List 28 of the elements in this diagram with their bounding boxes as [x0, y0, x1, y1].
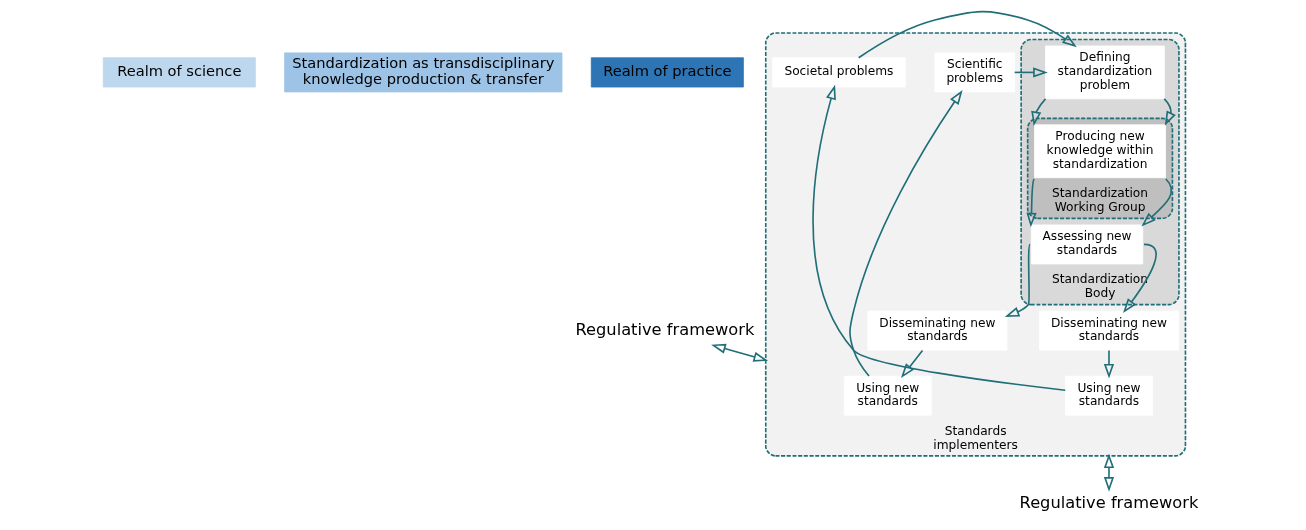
arrow: [1140, 178, 1172, 227]
node-box: Using new standards: [843, 375, 932, 416]
arrow: [1103, 453, 1114, 492]
arrow: [857, 10, 1077, 59]
arrow: [710, 343, 768, 362]
node-box: Realm of science: [102, 57, 256, 88]
node-box: Disseminating new standards: [1038, 310, 1179, 351]
arrow: [1103, 349, 1114, 379]
node-box: Realm of practice: [590, 57, 744, 88]
arrow: [848, 90, 963, 377]
node-box: Producing new knowledge within standardization: [1033, 124, 1166, 179]
arrow: [900, 349, 923, 379]
node-box: Disseminating new standards: [866, 310, 1007, 351]
arrow: [1013, 67, 1048, 78]
node-box: Assessing new standards: [1030, 224, 1143, 265]
arrow: [1163, 98, 1176, 126]
arrow: [1025, 178, 1037, 228]
node-box: Defining standardization problem: [1044, 45, 1165, 100]
node-box: Scientific problems: [934, 52, 1015, 93]
node-box: Societal problems: [771, 57, 906, 88]
arrow: [811, 84, 1066, 392]
node-text: Regulative framework: [574, 319, 754, 339]
arrow: [1030, 98, 1046, 127]
arrow: [1004, 243, 1031, 317]
arrow: [1122, 243, 1157, 314]
node-box: Standardization as transdisciplinary knowledge production & transfer: [283, 52, 562, 93]
node-box: Using new standards: [1064, 375, 1153, 416]
node-text: Regulative framework: [1019, 492, 1198, 512]
